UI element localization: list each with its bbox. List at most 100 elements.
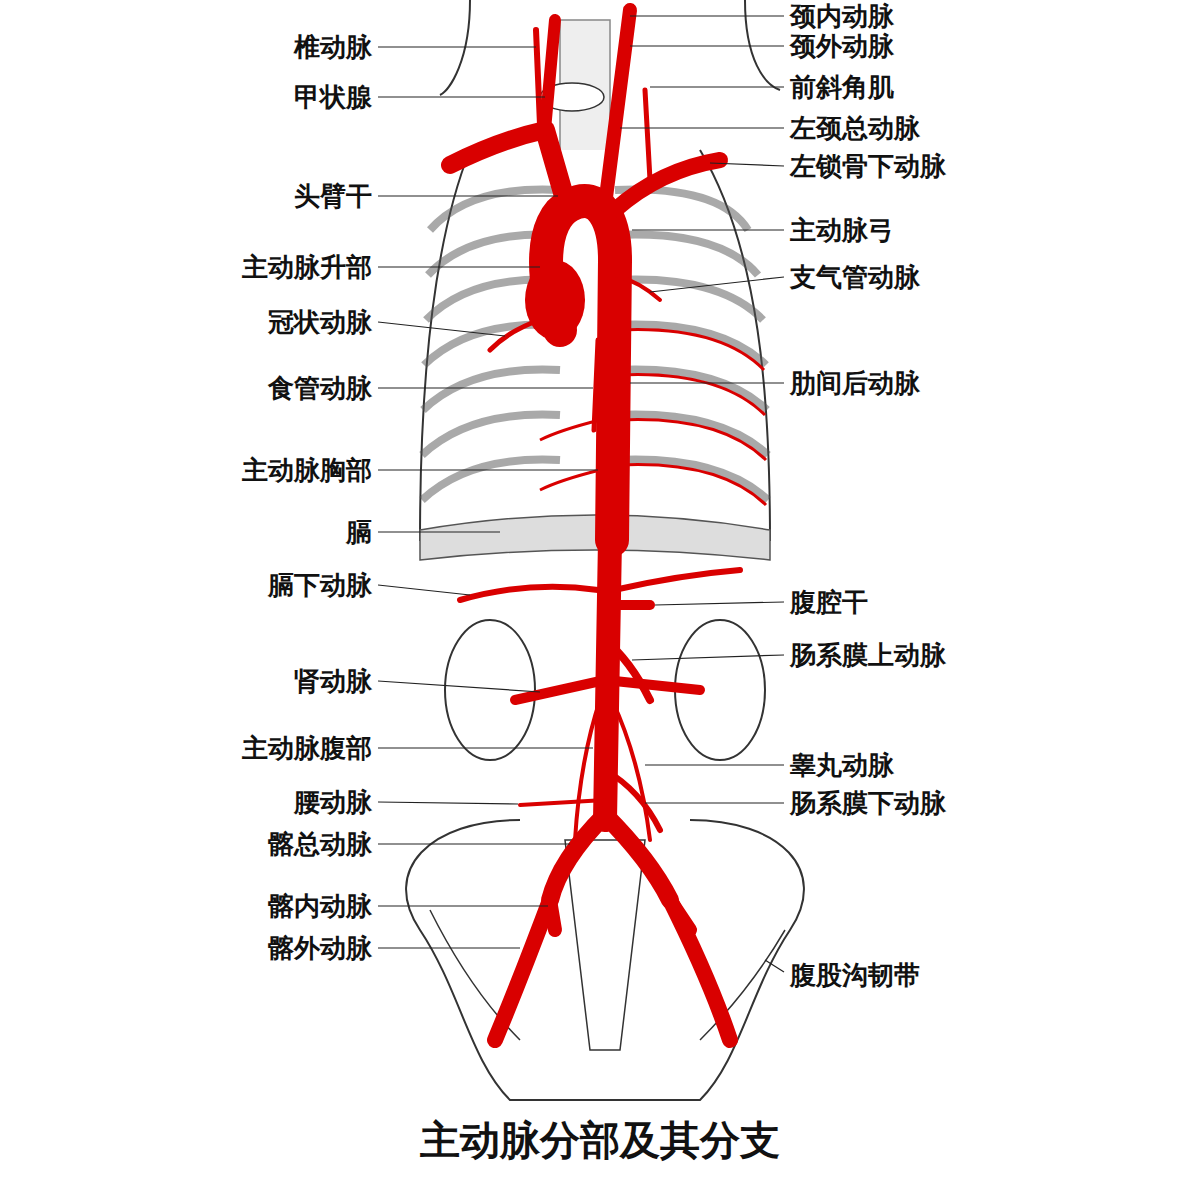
vertebral [536, 30, 540, 125]
leader-line [650, 86, 784, 87]
diagram-title: 主动脉分部及其分支 [0, 1115, 1200, 1165]
ribs [422, 190, 768, 501]
external-iliac [495, 900, 550, 1040]
part-label: 左锁骨下动脉 [790, 150, 946, 182]
leader-line [378, 46, 536, 47]
part-label: 甲状腺 [294, 81, 372, 113]
subclavian [450, 130, 545, 165]
diaphragm [420, 515, 770, 560]
celiac [605, 600, 650, 610]
leader-line [645, 802, 784, 803]
part-label: 颈内动脉 [790, 0, 894, 32]
artery [618, 330, 764, 371]
intercostal-arteries [540, 330, 766, 506]
external-iliac [670, 900, 730, 1040]
leader-line [645, 764, 784, 765]
part-label: 主动脉弓 [790, 214, 894, 246]
leader-line [630, 15, 784, 16]
artery [540, 470, 600, 490]
leader-line [630, 382, 784, 383]
leader-line [710, 163, 784, 166]
leader-line [650, 277, 784, 292]
part-label: 主动脉腹部 [242, 732, 372, 764]
neck-line [745, 0, 780, 90]
part-label: 主动脉升部 [242, 251, 372, 283]
rib [423, 370, 560, 411]
part-label: 腹腔干 [790, 586, 868, 618]
aortic-root [525, 260, 585, 340]
part-label: 肾动脉 [294, 665, 372, 697]
leader-line [378, 802, 518, 804]
carotid [605, 10, 630, 205]
sacrum [565, 840, 645, 1050]
part-label: 膈 [346, 516, 372, 548]
rib [422, 460, 560, 501]
part-label: 支气管动脉 [790, 261, 920, 293]
brachiocephalic [545, 130, 568, 210]
subclavian [615, 160, 720, 210]
phrenic [460, 587, 598, 600]
leader-line [378, 843, 570, 844]
part-label: 肠系膜上动脉 [790, 639, 946, 671]
carotid [545, 20, 555, 130]
aorta [546, 201, 615, 540]
rib [615, 235, 758, 276]
leader-line [378, 322, 505, 336]
part-label: 髂外动脉 [268, 932, 372, 964]
leader-lines [378, 16, 784, 972]
part-label: 颈外动脉 [790, 30, 894, 62]
leader-line [632, 229, 784, 230]
part-label: 左颈总动脉 [790, 112, 920, 144]
ima [605, 770, 660, 830]
rib [422, 415, 560, 456]
artery [540, 420, 600, 440]
part-label: 腰动脉 [294, 786, 372, 818]
arteries [450, 10, 740, 1040]
leader-line [378, 266, 540, 267]
kidney [445, 620, 535, 760]
part-label: 腹股沟韧带 [790, 959, 920, 991]
leader-line [378, 747, 593, 748]
leader-line [378, 469, 598, 470]
renal [605, 680, 700, 690]
part-label: 肠系膜下动脉 [790, 787, 946, 819]
part-label: 膈下动脉 [268, 569, 372, 601]
part-label: 椎动脉 [294, 31, 372, 63]
part-label: 睾丸动脉 [790, 749, 894, 781]
part-label: 主动脉胸部 [242, 454, 372, 486]
part-label: 冠状动脉 [268, 306, 372, 338]
testicular [575, 700, 600, 840]
part-label: 肋间后动脉 [790, 367, 920, 399]
leader-line [655, 602, 784, 605]
leader-line [632, 655, 784, 660]
part-label: 前斜角肌 [790, 71, 894, 103]
leader-line [378, 195, 558, 196]
leader-line [378, 905, 548, 906]
leader-line [378, 531, 500, 532]
testicular [612, 700, 650, 840]
leader-line [378, 585, 470, 595]
part-label: 髂内动脉 [268, 890, 372, 922]
artery [618, 420, 766, 461]
leader-line [620, 127, 784, 128]
leader-line [378, 681, 540, 692]
vertebral [645, 90, 650, 180]
esophageal [594, 340, 598, 430]
sma [605, 640, 650, 700]
part-label: 头臂干 [294, 180, 372, 212]
ribcage [420, 150, 770, 540]
pelvis [406, 820, 804, 1100]
leader-line [378, 387, 593, 388]
bronchial [615, 275, 660, 300]
leader-line [630, 45, 784, 46]
leader-line [378, 96, 545, 97]
artery [618, 375, 765, 416]
artery [618, 465, 766, 506]
leader-line [765, 960, 784, 972]
phrenic [614, 570, 740, 590]
leader-line [378, 947, 520, 948]
part-label: 髂总动脉 [268, 828, 372, 860]
part-label: 食管动脉 [268, 372, 372, 404]
lumbar [520, 800, 605, 805]
